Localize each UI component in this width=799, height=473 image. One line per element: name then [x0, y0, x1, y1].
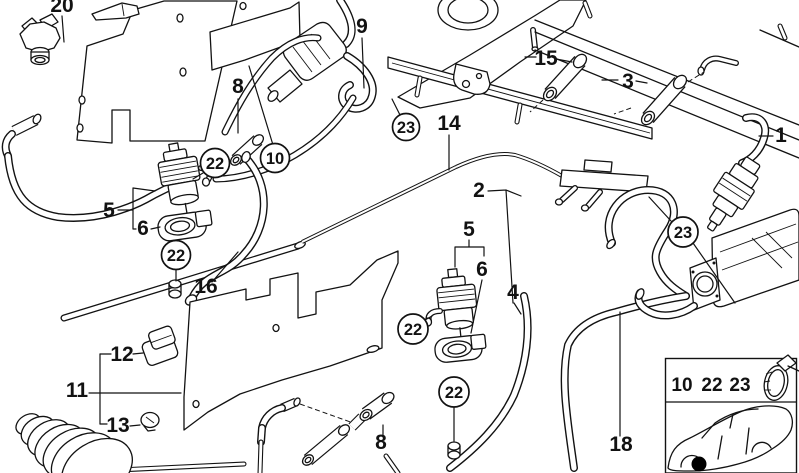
callout-8-top[interactable]: 8 [232, 75, 244, 98]
callout-5-right[interactable]: 5 [463, 218, 475, 241]
callout-18[interactable]: 18 [609, 433, 633, 456]
callout-1[interactable]: 1 [775, 124, 787, 147]
circled-callout-22-a[interactable]: 22 [199, 147, 231, 179]
callout-5-left[interactable]: 5 [103, 199, 115, 222]
callout-12[interactable]: 12 [110, 343, 133, 366]
mounting-bracket-plate-top [76, 0, 301, 144]
callout-16[interactable]: 16 [194, 275, 217, 298]
fuel-rail-right [534, 0, 799, 159]
callout-6-right[interactable]: 6 [476, 258, 488, 281]
cross-fitting-block [554, 159, 649, 212]
fuel-hose-8-upper [221, 34, 322, 166]
hose-left-with-elbow-fitting [1, 113, 192, 222]
seal-grommet-left [168, 279, 182, 299]
circled-callout-10[interactable]: 10 [259, 142, 291, 174]
legend-item-10: 10 [671, 375, 692, 396]
callout-15[interactable]: 15 [534, 47, 558, 70]
clip-12 [141, 325, 179, 366]
svg-text:22: 22 [167, 247, 185, 265]
callout-11[interactable]: 11 [66, 379, 89, 402]
bottom-pipe [115, 461, 247, 473]
callout-14[interactable]: 14 [437, 112, 461, 135]
fuel-injector [707, 156, 761, 232]
seal-grommet-center [447, 441, 461, 460]
circled-callout-23-b[interactable]: 23 [667, 216, 699, 248]
svg-text:23: 23 [397, 119, 415, 137]
callout-4[interactable]: 4 [507, 281, 519, 304]
callout-13[interactable]: 13 [106, 414, 129, 437]
corrugated-boot [15, 413, 133, 473]
circled-callout-22-d[interactable]: 22 [438, 376, 470, 408]
callout-2[interactable]: 2 [473, 179, 485, 202]
svg-text:22: 22 [404, 321, 422, 339]
legend-item-23: 23 [729, 375, 750, 396]
svg-text:22: 22 [445, 384, 463, 402]
circled-callout-23-a[interactable]: 23 [391, 112, 421, 142]
callout-9[interactable]: 9 [356, 15, 368, 38]
valve-assembly-center [423, 268, 487, 363]
hose-piece-15 [529, 53, 588, 113]
svg-text:22: 22 [206, 155, 224, 173]
mounting-bracket-plate-lower [183, 250, 399, 431]
hose-4 [446, 292, 532, 472]
callout-3[interactable]: 3 [622, 70, 634, 93]
intake-manifold [634, 208, 799, 320]
legend-item-22: 22 [701, 375, 722, 396]
circled-callout-22-b[interactable]: 22 [160, 239, 192, 271]
legend-box: 10 22 23 [664, 354, 799, 473]
hose-clamp-icon [763, 354, 799, 401]
hose-piece-3 [613, 74, 688, 126]
leader-lines [61, 15, 774, 442]
clamp-part-20 [19, 13, 61, 66]
pipe-cluster-8-bottom [257, 391, 401, 473]
elbow-fitting-top-right [687, 55, 739, 83]
svg-text:23: 23 [674, 224, 692, 242]
callout-20[interactable]: 20 [50, 0, 73, 17]
svg-text:10: 10 [266, 150, 284, 168]
grommet-13 [140, 411, 160, 432]
rail-mounting-ear [453, 63, 491, 95]
lever-bar-part [91, 2, 140, 21]
circled-callout-22-c[interactable]: 22 [397, 313, 429, 345]
car-silhouette [667, 405, 793, 472]
callout-6-left[interactable]: 6 [137, 217, 149, 240]
car-location-dot [691, 456, 707, 472]
callout-8-bottom[interactable]: 8 [375, 431, 387, 454]
return-hose-16 [184, 151, 268, 306]
